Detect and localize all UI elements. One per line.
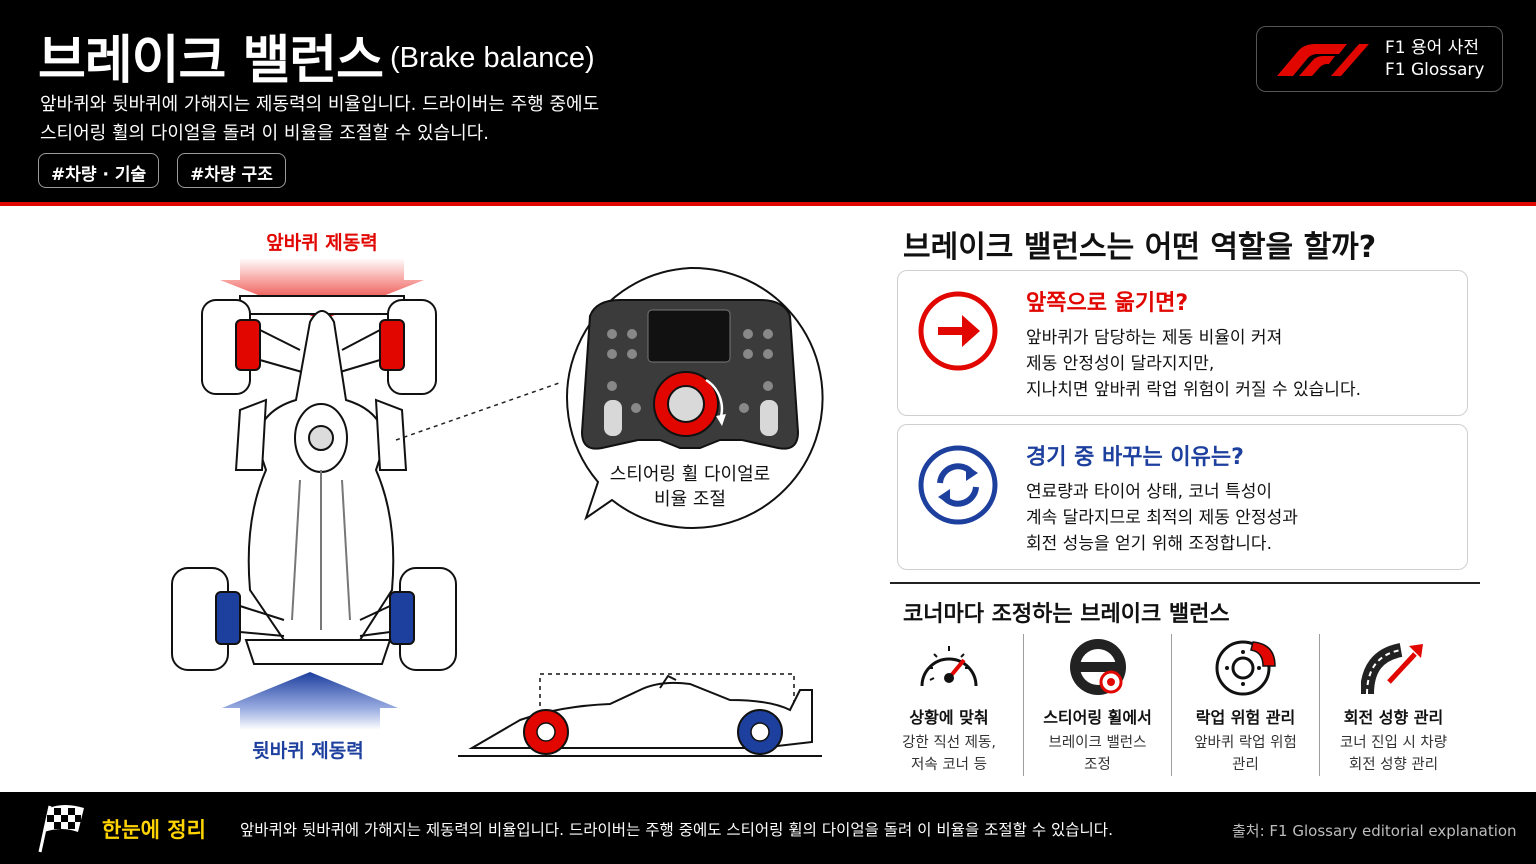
checkered-flag-icon bbox=[38, 805, 84, 853]
feature-description-line: 저속 코너 등 bbox=[911, 757, 987, 773]
arrow-right-icon bbox=[918, 291, 998, 371]
front-brake-force-label: 앞바퀴 제동력 bbox=[266, 232, 378, 254]
description-line: 스티어링 휠의 다이얼을 돌려 이 비율을 조절할 수 있습니다. bbox=[40, 123, 489, 144]
feature-description-line: 조정 bbox=[1084, 757, 1111, 773]
brake-disc-icon bbox=[1215, 640, 1276, 696]
corner-road-icon bbox=[1360, 643, 1423, 695]
f1-logo bbox=[1277, 44, 1369, 76]
feature-item: 상황에 맞춰 강한 직선 제동, 저속 코너 등 bbox=[875, 634, 1023, 776]
feature-item: 락업 위험 관리 앞바퀴 락업 위험 관리 bbox=[1171, 634, 1319, 776]
source-text: 출처: F1 Glossary editorial explanation bbox=[1232, 822, 1517, 840]
card-body: 연료량과 타이어 상태, 코너 특성이 계속 달라지므로 최적의 제동 안정성과… bbox=[1026, 479, 1456, 557]
tag-vehicle-tech[interactable]: #차량 · 기술 bbox=[38, 153, 160, 188]
feature-title: 회전 성향 관리 bbox=[1343, 708, 1444, 727]
card-body-line: 연료량과 타이어 상태, 코너 특성이 bbox=[1026, 482, 1272, 502]
gauge-icon bbox=[920, 646, 978, 687]
feature-description-line: 회전 성향 관리 bbox=[1348, 757, 1439, 773]
car-top-view bbox=[171, 295, 457, 671]
feature-title: 락업 위험 관리 bbox=[1195, 708, 1296, 727]
rear-force-arrow-icon bbox=[222, 672, 398, 730]
feature-title: 스티어링 휠에서 bbox=[1043, 708, 1152, 727]
card-why-change: 경기 중 바꾸는 이유는? 연료량과 타이어 상태, 코너 특성이 계속 달라지… bbox=[897, 424, 1468, 570]
steering-wheel-bubble bbox=[566, 266, 824, 529]
feature-description: 브레이크 밸런스 조정 bbox=[1024, 732, 1171, 776]
card-body-line: 앞바퀴가 담당하는 제동 비율이 커져 bbox=[1026, 328, 1283, 348]
glossary-label-korean: F1 용어 사전 bbox=[1385, 38, 1479, 58]
feature-description-line: 관리 bbox=[1232, 757, 1259, 773]
card-body-line: 회전 성능을 얻기 위해 조정합니다. bbox=[1026, 534, 1272, 554]
feature-description-line: 강한 직선 제동, bbox=[902, 735, 996, 751]
footer: 한눈에 정리 앞바퀴와 뒷바퀴에 가해지는 제동력의 비율입니다. 드라이버는 … bbox=[0, 792, 1536, 864]
feature-item: 회전 성향 관리 코너 진입 시 차량 회전 성향 관리 bbox=[1319, 634, 1467, 776]
role-section-title: 브레이크 밸런스는 어떤 역할을 할까? bbox=[903, 230, 1377, 265]
feature-list: 상황에 맞춰 강한 직선 제동, 저속 코너 등 스티어링 휠에서 브레이크 밸… bbox=[875, 634, 1470, 776]
glossary-label: F1 용어 사전 F1 Glossary bbox=[1385, 37, 1484, 81]
glossary-badge: F1 용어 사전 F1 Glossary bbox=[1256, 26, 1503, 92]
steering-wheel-icon bbox=[1069, 639, 1126, 695]
rear-brake-force-label: 뒷바퀴 제동력 bbox=[252, 740, 364, 762]
card-move-forward: 앞쪽으로 옮기면? 앞바퀴가 담당하는 제동 비율이 커져 제동 안정성이 달라… bbox=[897, 270, 1468, 416]
feature-description: 코너 진입 시 차량 회전 성향 관리 bbox=[1320, 732, 1467, 776]
bubble-caption-line: 비율 조절 bbox=[654, 489, 726, 510]
glossary-label-english: F1 Glossary bbox=[1385, 60, 1485, 80]
feature-description: 앞바퀴 락업 위험 관리 bbox=[1172, 732, 1319, 776]
page-subtitle: (Brake balance) bbox=[390, 42, 595, 74]
bubble-caption: 스티어링 휠 다이얼로 비율 조절 bbox=[570, 462, 810, 512]
header: 브레이크 밸런스 (Brake balance) 앞바퀴와 뒷바퀴에 가해지는 … bbox=[0, 0, 1536, 202]
feature-description-line: 앞바퀴 락업 위험 bbox=[1194, 735, 1297, 751]
brake-balance-illustration bbox=[171, 258, 824, 757]
page-description: 앞바퀴와 뒷바퀴에 가해지는 제동력의 비율입니다. 드라이버는 주행 중에도 … bbox=[40, 90, 740, 148]
tag-vehicle-structure[interactable]: #차량 구조 bbox=[177, 153, 286, 188]
card-body-line: 계속 달라지므로 최적의 제동 안정성과 bbox=[1026, 508, 1298, 528]
feature-title: 상황에 맞춰 bbox=[909, 708, 989, 727]
leader-line bbox=[395, 381, 563, 441]
front-force-arrow-icon bbox=[220, 258, 424, 320]
feature-description-line: 코너 진입 시 차량 bbox=[1339, 735, 1448, 751]
summary-text: 앞바퀴와 뒷바퀴에 가해지는 제동력의 비율입니다. 드라이버는 주행 중에도 … bbox=[240, 821, 1113, 839]
description-line: 앞바퀴와 뒷바퀴에 가해지는 제동력의 비율입니다. 드라이버는 주행 중에도 bbox=[40, 94, 600, 115]
section-divider bbox=[890, 582, 1480, 584]
bubble-caption-line: 스티어링 휠 다이얼로 bbox=[609, 464, 771, 485]
feature-description: 강한 직선 제동, 저속 코너 등 bbox=[875, 732, 1023, 776]
feature-description-line: 브레이크 밸런스 bbox=[1048, 735, 1147, 751]
card-body: 앞바퀴가 담당하는 제동 비율이 커져 제동 안정성이 달라지지만, 지나치면 … bbox=[1026, 325, 1456, 403]
header-accent-line bbox=[0, 202, 1536, 206]
tag-list: #차량 · 기술 #차량 구조 bbox=[38, 153, 286, 188]
card-body-line: 지나치면 앞바퀴 락업 위험이 커질 수 있습니다. bbox=[1026, 380, 1361, 400]
car-side-view bbox=[458, 673, 822, 757]
card-title: 앞쪽으로 옮기면? bbox=[1026, 291, 1189, 316]
summary-label: 한눈에 정리 bbox=[102, 818, 206, 842]
card-body-line: 제동 안정성이 달라지지만, bbox=[1026, 354, 1215, 374]
feature-item: 스티어링 휠에서 브레이크 밸런스 조정 bbox=[1023, 634, 1171, 776]
card-title: 경기 중 바꾸는 이유는? bbox=[1026, 445, 1244, 470]
corner-section-title: 코너마다 조정하는 브레이크 밸런스 bbox=[903, 602, 1230, 627]
refresh-icon bbox=[918, 445, 998, 525]
page-title: 브레이크 밸런스 bbox=[38, 31, 384, 91]
